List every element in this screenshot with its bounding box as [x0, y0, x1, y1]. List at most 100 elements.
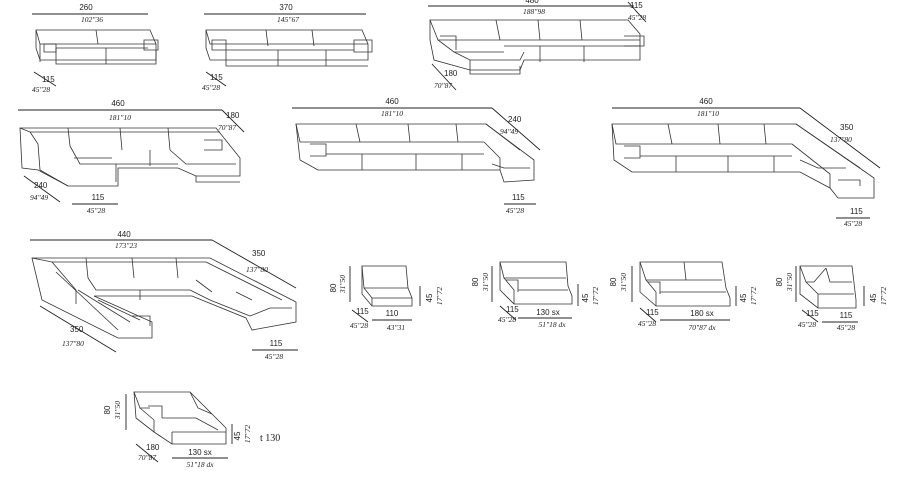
dim-width-in: 51"18 dx — [538, 320, 566, 329]
dim-width-cm: 115 — [840, 311, 853, 320]
dim-width-in: 145"67 — [277, 15, 299, 24]
dim-depth-in: 70"87 — [434, 81, 452, 90]
sofa-drawing — [499, 261, 573, 305]
dim-seat-cm: 45 — [425, 293, 434, 302]
dim-depth-cm: 115 — [42, 75, 55, 84]
dim-depth-in: 45"28 — [638, 319, 656, 328]
dim-width-cm: 180 sx — [690, 309, 714, 318]
dim-height-in: 31"50 — [481, 273, 490, 292]
dim-width-cm: 370 — [279, 3, 293, 12]
dim-height-cm: 80 — [775, 277, 784, 286]
dim-seat-cm: 45 — [739, 293, 748, 302]
dim-chaise-in: 70"87 — [218, 123, 236, 132]
dim-height-in: 31"50 — [113, 401, 122, 420]
dim-depth-cm: 115 — [806, 309, 819, 318]
module-u-sofa-460-a: 460 181"10 180 70"87 240 94"49 115 45"28 — [18, 99, 245, 215]
dim-width-cm: 130 sx — [188, 448, 212, 457]
dim-depth-in: 45"28 — [350, 321, 368, 330]
dim-width-in: 70"87 dx — [688, 323, 716, 332]
dim-width-in: 43"31 — [387, 323, 405, 332]
dim-depth-in: 45"28 — [202, 83, 220, 92]
sofa-drawing — [205, 29, 373, 67]
module-corner-115: 80 31"50 45 17"72 115 45"28 115 45"28 — [775, 265, 888, 332]
dim-depth-cm: 350 — [70, 325, 84, 334]
dim-side-cm: 350 — [252, 249, 266, 258]
module-arm-180: 80 31"50 45 17"72 115 45"28 180 sx 70"87… — [609, 261, 758, 332]
dim-width-cm: 480 — [525, 0, 539, 5]
dim-side-in: 45"28 — [628, 13, 646, 22]
dim-height-cm: 80 — [329, 283, 338, 292]
dim-seat-cm: 45 — [233, 431, 242, 440]
dim-side-cm: 240 — [508, 115, 522, 124]
dim-width-in: 181"10 — [381, 109, 403, 118]
dim-seat-in: 17"72 — [591, 287, 600, 305]
sofa-drawing — [799, 265, 857, 309]
dim-depth-cm: 180 — [444, 69, 458, 78]
dim-height-in: 31"50 — [785, 273, 794, 292]
sofa-drawing — [35, 29, 159, 65]
dim-height-in: 31"50 — [338, 275, 347, 294]
dim-depth-in: 137"80 — [62, 339, 84, 348]
module-sofa-370: 370 145"67 115 45"28 — [202, 3, 373, 92]
sofa-drawing — [611, 123, 875, 199]
sofa-drawing — [361, 265, 413, 307]
dim-depth-cm: 115 — [646, 308, 659, 317]
dim-side-in: 94"49 — [500, 127, 518, 136]
module-chaise-130: 80 31"50 45 17"72 t 130 180 70"87 130 sx… — [103, 391, 280, 469]
dim-seat-in: 45"28 — [506, 206, 524, 215]
dim-width-in: 181"10 — [109, 113, 131, 122]
dim-width-in: 173"23 — [115, 241, 137, 250]
dim-seat-in: 17"72 — [435, 287, 444, 305]
module-u-sofa-460-b: 460 181"10 240 94"49 115 45"28 — [292, 97, 541, 215]
dim-side-in: 137"80 — [830, 135, 852, 144]
dim-width-in: 45"28 — [837, 323, 855, 332]
dim-seat-in: 17"72 — [749, 287, 758, 305]
dim-depth-cm: 240 — [34, 181, 48, 190]
dim-side-cm: 350 — [840, 123, 854, 132]
dim-seat-in: 45"28 — [87, 206, 105, 215]
module-sofa-260: 260 102"36 115 45"28 — [32, 3, 159, 94]
dim-width-cm: 460 — [699, 97, 713, 106]
sofa-drawing — [31, 257, 297, 339]
module-chaise-sofa-480: 480 188"98 115 45"28 180 70"87 — [428, 0, 646, 91]
dim-depth-in: 45"28 — [32, 85, 50, 94]
sofa-drawing — [295, 123, 535, 183]
module-u-sofa-440: 440 173"23 350 137"80 350 137"80 — [30, 230, 298, 361]
dim-seat-cm: 115 — [270, 339, 283, 348]
dim-seat-cm: 45 — [869, 293, 878, 302]
dim-width-in: 188"98 — [523, 7, 545, 16]
dim-depth-cm: 180 — [146, 443, 160, 452]
dim-depth-in: 70"87 — [138, 453, 156, 462]
dim-seat-cm: 45 — [581, 293, 590, 302]
dim-seat-cm: 115 — [512, 193, 525, 202]
dim-height-cm: 80 — [103, 405, 112, 414]
dim-seat-in: 45"28 — [844, 219, 862, 228]
dim-width-in: 51"18 dx — [186, 460, 214, 469]
sofa-drawing — [133, 391, 227, 445]
dim-width-cm: 130 sx — [536, 308, 560, 317]
dim-depth-in: 45"28 — [498, 315, 516, 324]
dim-width-cm: 110 — [386, 309, 399, 318]
dim-side-in: 137"80 — [246, 265, 268, 274]
dim-height-cm: 80 — [471, 277, 480, 286]
dim-chaise-cm: 180 — [226, 111, 240, 120]
dim-height-cm: 80 — [609, 277, 618, 286]
sofa-drawing — [429, 19, 645, 75]
module-armless-110: 80 31"50 45 17"72 115 45"28 110 43"31 — [329, 265, 444, 332]
dim-seat-cm: 115 — [850, 207, 863, 216]
dim-width-in: 181"10 — [697, 109, 719, 118]
module-note: t 130 — [260, 433, 280, 444]
dim-depth-cm: 115 — [506, 305, 519, 314]
dim-width-cm: 260 — [79, 3, 93, 12]
module-corner-sofa-460: 460 181"10 350 137"80 115 45"28 — [611, 97, 881, 228]
dim-depth-cm: 115 — [210, 73, 223, 82]
dim-depth-in: 94"49 — [30, 193, 48, 202]
module-arm-130: 80 31"50 45 17"72 115 45"28 130 sx 51"18… — [471, 261, 600, 329]
dim-side-cm: 115 — [630, 1, 643, 10]
dim-depth-cm: 115 — [356, 307, 369, 316]
sofa-drawing — [639, 261, 731, 307]
dim-width-in: 102"36 — [81, 15, 103, 24]
dim-width-cm: 440 — [117, 230, 131, 239]
